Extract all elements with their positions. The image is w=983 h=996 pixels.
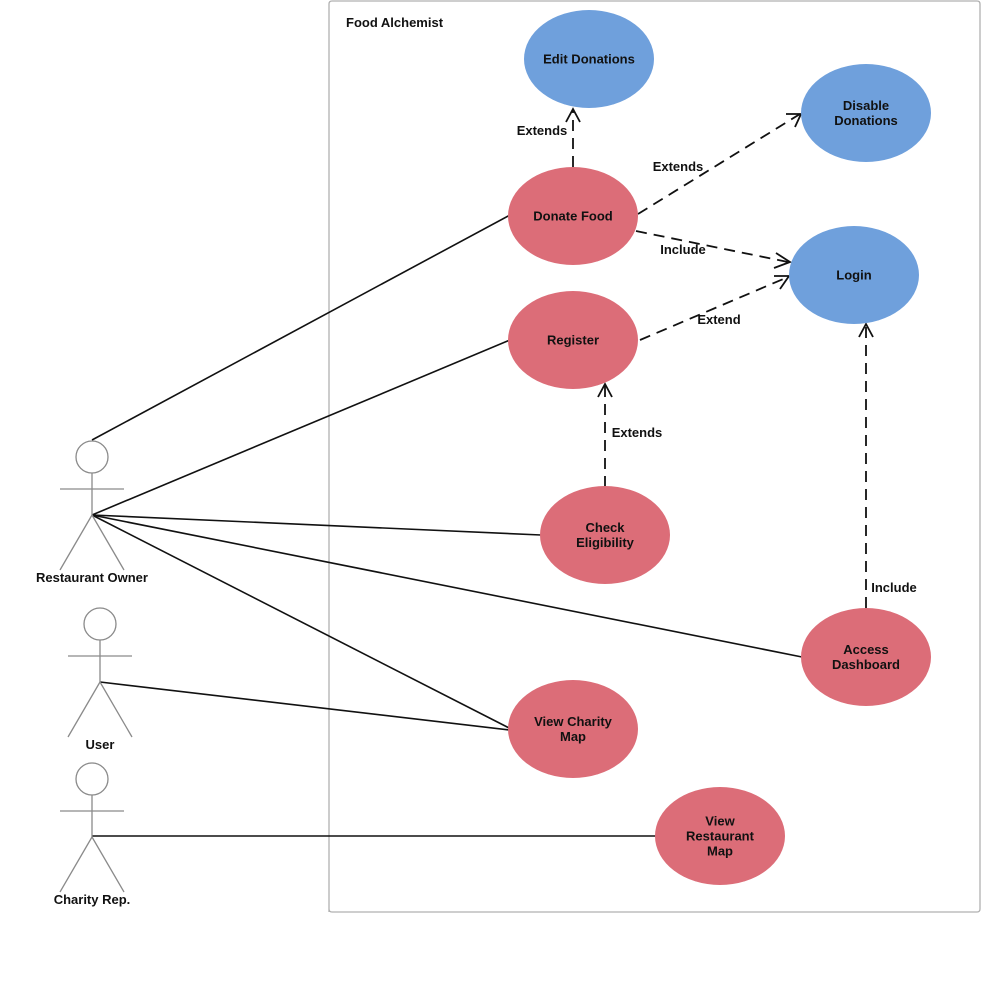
- use-case-label-line: Dashboard: [832, 657, 900, 672]
- assoc-owner-register: [91, 339, 511, 516]
- rel-donate-to-login: Include: [635, 230, 792, 269]
- use-case-label-line: Access: [843, 642, 889, 657]
- relationships: Extends Extends Include Extend Extends I…: [517, 107, 917, 608]
- actor-label: Charity Rep.: [54, 892, 131, 907]
- use-case-register[interactable]: Register: [508, 291, 638, 389]
- use-case-label-line: Register: [547, 333, 599, 348]
- use-case-label-line: View: [705, 814, 735, 829]
- use-case-shape: [540, 486, 670, 584]
- actor-user: User: [67, 607, 133, 752]
- stick-figure-icon: [67, 607, 133, 738]
- actor-restaurant-owner: Restaurant Owner: [36, 440, 148, 585]
- arrowhead-icon: [858, 322, 874, 338]
- use-case-shape: [524, 10, 654, 108]
- actor-label: Restaurant Owner: [36, 570, 148, 585]
- rel-register-to-login: Extend: [639, 275, 791, 341]
- use-case-shape: [508, 291, 638, 389]
- use-case-shape: [508, 167, 638, 265]
- use-case-shape: [655, 787, 785, 885]
- rel-label: Extends: [612, 425, 663, 440]
- rel-donate-to-disable: Extends: [637, 113, 803, 215]
- actor-label: User: [86, 737, 115, 752]
- use-case-label-line: Check: [585, 520, 625, 535]
- use-case-label-line: View Charity: [534, 714, 613, 729]
- assoc-owner-check-eligibility: [91, 514, 542, 536]
- use-case-shape: [801, 64, 931, 162]
- rel-label: Include: [660, 242, 706, 257]
- arrowhead-icon: [773, 252, 792, 269]
- use-case-label-line: Map: [707, 844, 733, 859]
- rel-check-to-register: Extends: [597, 382, 663, 487]
- rel-line: [637, 113, 801, 215]
- use-case-login[interactable]: Login: [789, 226, 919, 324]
- use-case-label-line: Donations: [834, 113, 898, 128]
- system-boundary: Food Alchemist: [328, 0, 981, 913]
- rel-label: Extends: [517, 123, 568, 138]
- assoc-owner-access-dashboard: [91, 514, 803, 658]
- assoc-owner-view-charity-map: [91, 514, 514, 731]
- system-title: Food Alchemist: [346, 15, 444, 30]
- arrowhead-icon: [774, 275, 791, 290]
- system-boundary-frame: [328, 0, 981, 913]
- use-case-label-line: Donate Food: [533, 209, 612, 224]
- use-case-label-line: Login: [836, 268, 871, 283]
- actor-charity-rep: Charity Rep.: [54, 762, 131, 907]
- rel-donate-to-edit: Extends: [517, 107, 581, 167]
- arrowhead-icon: [786, 113, 803, 128]
- stick-figure-icon: [59, 440, 125, 571]
- arrowhead-icon: [597, 382, 613, 398]
- rel-dashboard-to-login: Include: [858, 322, 917, 608]
- use-case-label-line: Restaurant: [686, 829, 755, 844]
- use-case-shape: [789, 226, 919, 324]
- use-case-shape: [801, 608, 931, 706]
- associations: [91, 214, 803, 837]
- rel-line: [635, 230, 789, 263]
- use-case-edit-donations[interactable]: Edit Donations: [524, 10, 654, 108]
- use-case-donate-food[interactable]: Donate Food: [508, 167, 638, 265]
- rel-label: Extends: [653, 159, 704, 174]
- assoc-owner-donate-food: [91, 214, 511, 441]
- use-case-label-line: Eligibility: [576, 535, 635, 550]
- arrowhead-icon: [565, 107, 581, 123]
- use-case-label-line: Disable: [843, 98, 889, 113]
- rel-line: [639, 276, 789, 341]
- use-case-shape: [508, 680, 638, 778]
- stick-figure-icon: [59, 762, 125, 893]
- rel-label: Include: [871, 580, 917, 595]
- use-case-label-line: Edit Donations: [543, 52, 635, 67]
- use-case-label-line: Map: [560, 729, 586, 744]
- rel-label: Extend: [697, 312, 740, 327]
- assoc-user-view-charity-map: [99, 681, 511, 731]
